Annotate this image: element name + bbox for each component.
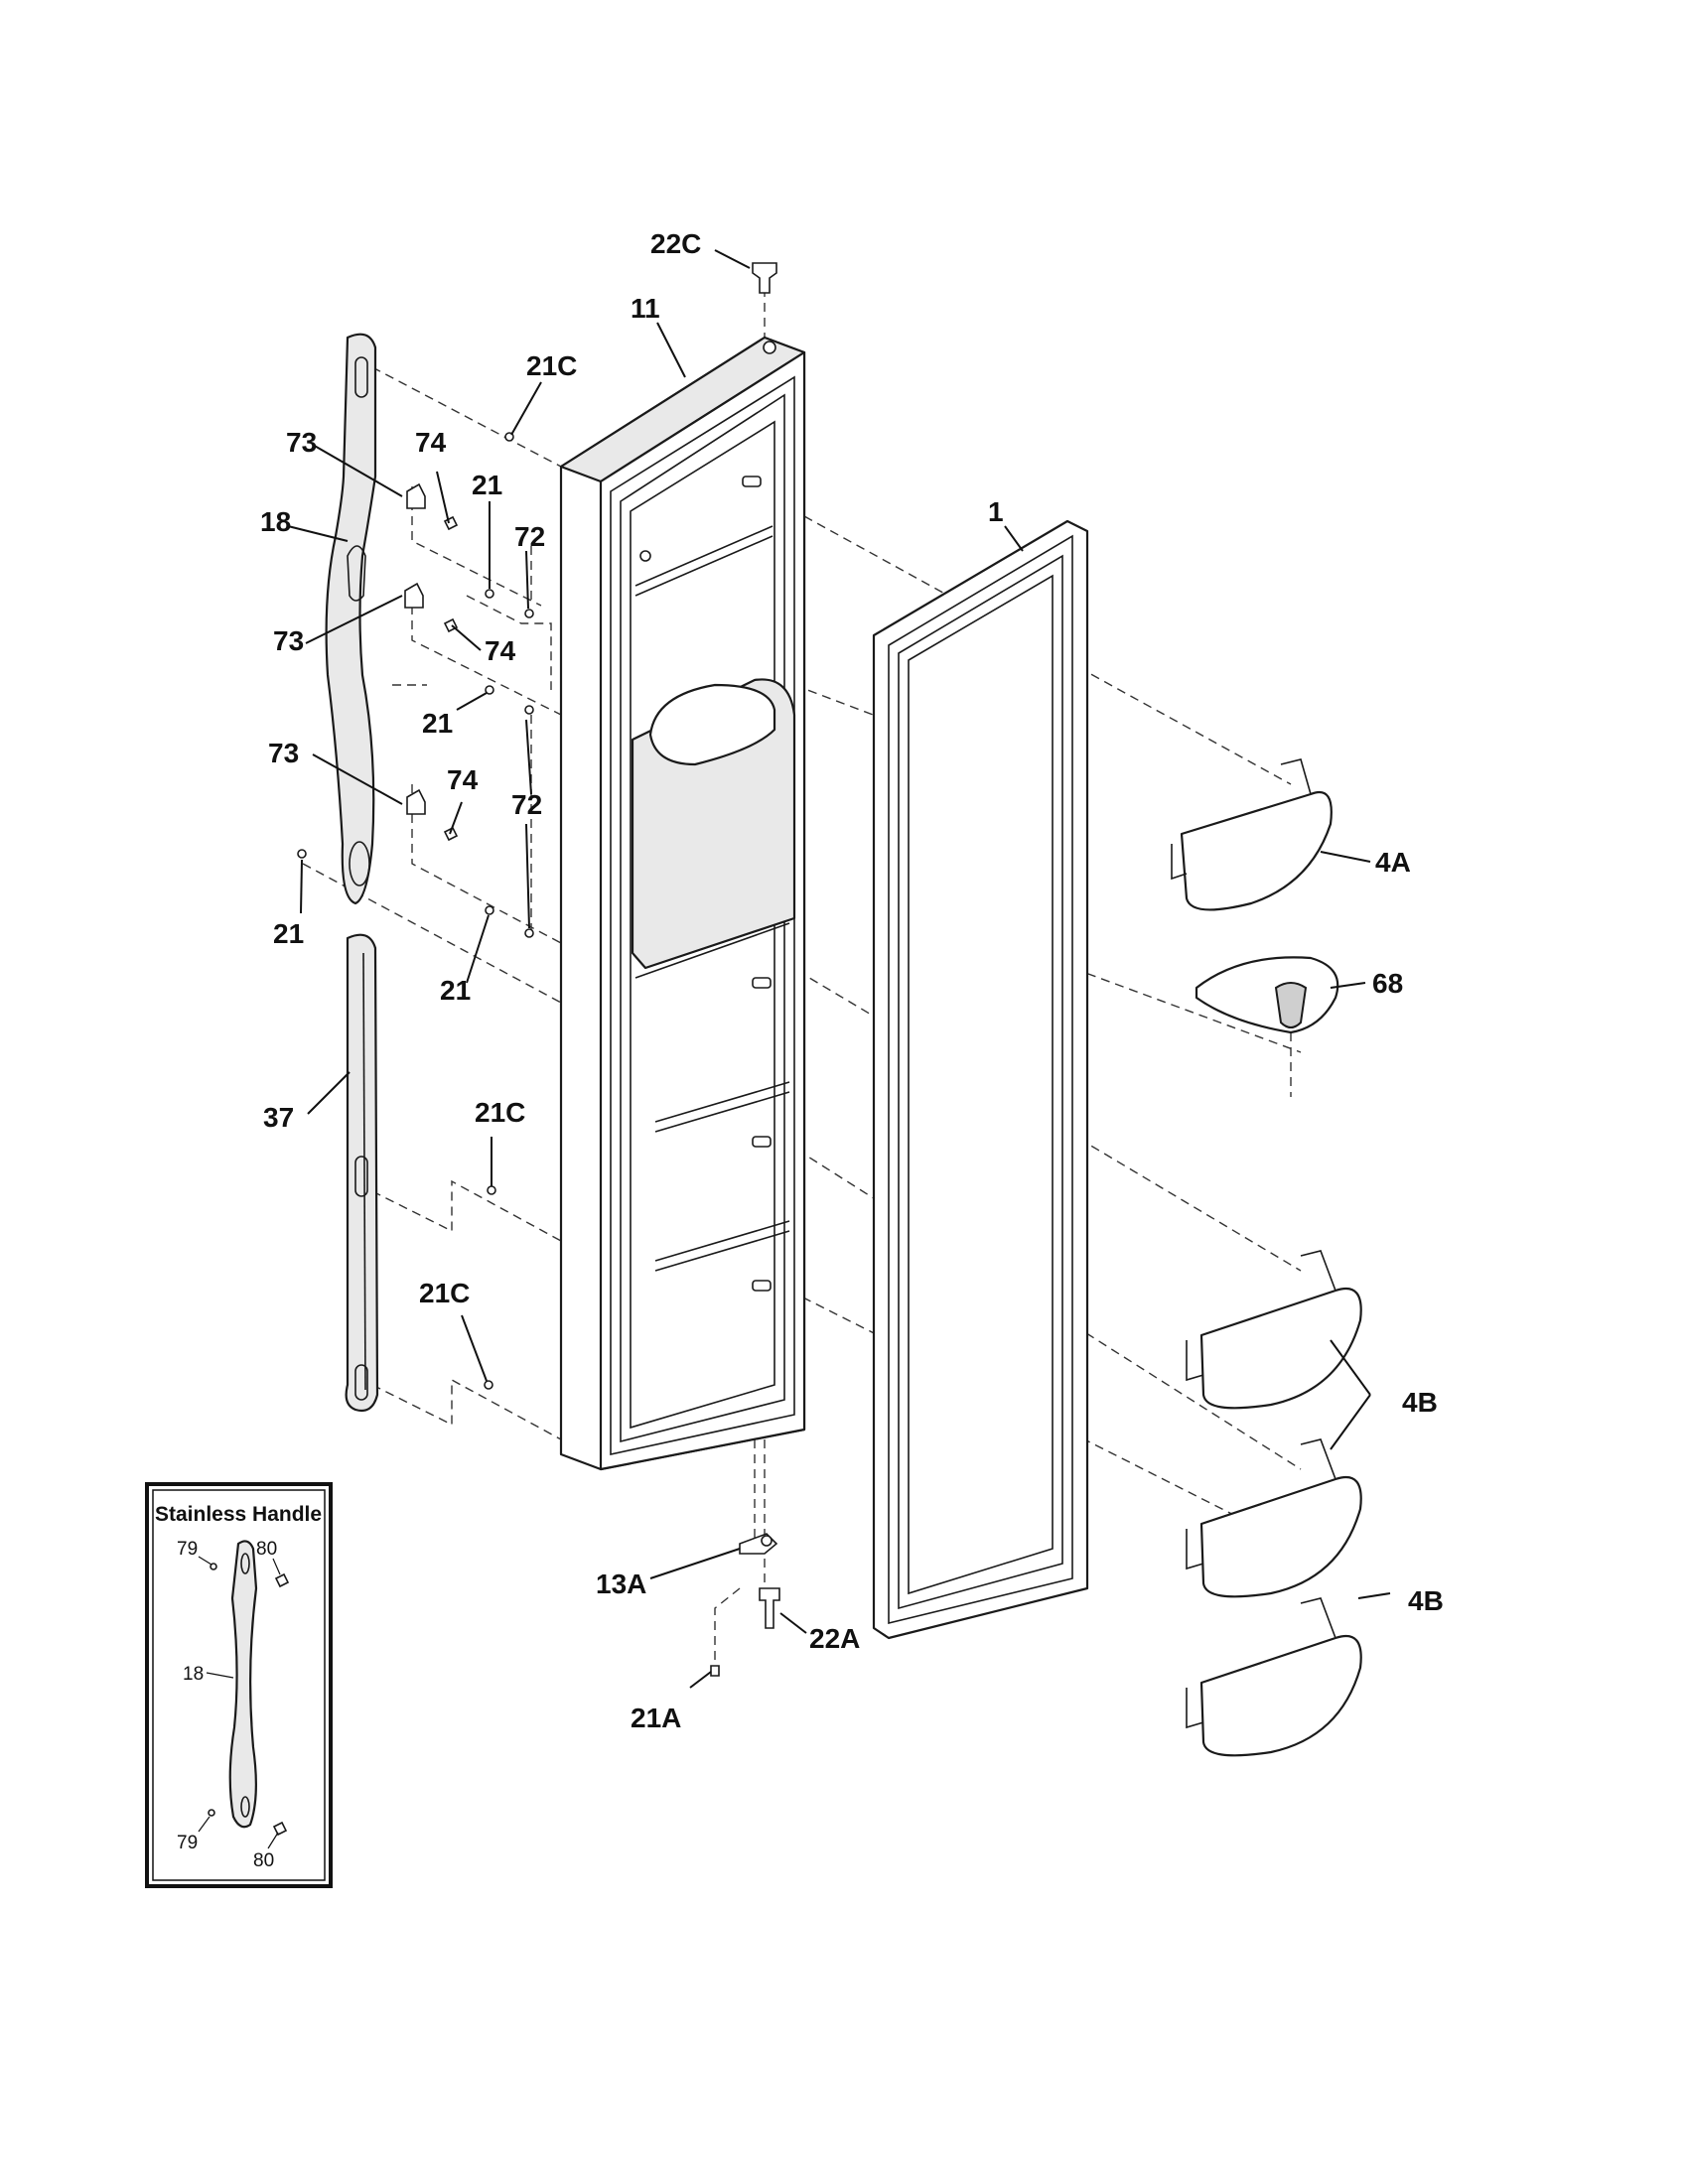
door-bin-4a bbox=[1171, 758, 1333, 911]
fasteners bbox=[297, 432, 534, 1390]
label-21a: 21A bbox=[631, 1703, 681, 1733]
label-72-a: 72 bbox=[514, 521, 545, 552]
label-22a: 22A bbox=[809, 1623, 860, 1654]
door-assembly bbox=[559, 336, 806, 1471]
label-21c-low: 21C bbox=[419, 1278, 470, 1308]
label-22c: 22C bbox=[650, 228, 701, 259]
callout-labels: 22C 11 21C 1 73 74 18 21 72 73 74 21 73 … bbox=[260, 228, 1444, 1733]
label-21-b: 21 bbox=[422, 708, 453, 739]
stainless-handle-inset: Stainless Handle 79 80 18 79 80 bbox=[145, 1482, 333, 1888]
upper-handle bbox=[325, 333, 377, 905]
inset-label-80-top: 80 bbox=[256, 1539, 277, 1560]
label-74-a: 74 bbox=[415, 427, 447, 458]
door-bin-4b-top bbox=[1186, 1250, 1362, 1410]
door-gasket bbox=[872, 519, 1089, 1640]
door-bin-4b-bottom bbox=[1186, 1597, 1362, 1757]
label-37: 37 bbox=[263, 1102, 294, 1133]
stainless-handle-icon bbox=[228, 1540, 258, 1829]
label-21-a: 21 bbox=[472, 470, 502, 500]
screw-21a bbox=[710, 1665, 720, 1677]
label-74-b: 74 bbox=[485, 635, 516, 666]
mounting-brackets bbox=[404, 482, 426, 815]
label-21-c: 21 bbox=[273, 918, 304, 949]
label-18: 18 bbox=[260, 506, 291, 537]
label-4a: 4A bbox=[1375, 847, 1411, 878]
label-13a: 13A bbox=[596, 1569, 646, 1599]
label-21c-mid: 21C bbox=[475, 1097, 525, 1128]
inset-label-79-bottom: 79 bbox=[177, 1833, 198, 1853]
inset-label-18: 18 bbox=[183, 1664, 204, 1685]
top-hinge-pin-22c bbox=[752, 262, 777, 294]
inset-title: Stainless Handle bbox=[155, 1503, 322, 1526]
label-72-b: 72 bbox=[511, 789, 542, 820]
leader-lines bbox=[287, 249, 1391, 1689]
hinge-pin-22a bbox=[759, 1587, 780, 1629]
dispenser-funnel-68 bbox=[1195, 956, 1339, 1034]
label-1: 1 bbox=[988, 496, 1004, 527]
label-74-c: 74 bbox=[447, 764, 479, 795]
label-21-d: 21 bbox=[440, 975, 471, 1006]
label-11: 11 bbox=[631, 293, 660, 324]
label-73-c: 73 bbox=[268, 738, 299, 768]
label-68: 68 bbox=[1372, 968, 1403, 999]
label-73-b: 73 bbox=[273, 625, 304, 656]
inset-label-80-bottom: 80 bbox=[253, 1850, 274, 1871]
label-21c-top: 21C bbox=[526, 350, 577, 381]
label-73-a: 73 bbox=[286, 427, 317, 458]
label-4b-b: 4B bbox=[1408, 1585, 1444, 1616]
label-4b-a: 4B bbox=[1402, 1387, 1438, 1418]
inset-label-79-top: 79 bbox=[177, 1539, 198, 1560]
bottom-hinge-13a bbox=[739, 1533, 778, 1555]
lower-handle bbox=[345, 933, 379, 1413]
door-bin-4b-middle bbox=[1186, 1438, 1362, 1598]
